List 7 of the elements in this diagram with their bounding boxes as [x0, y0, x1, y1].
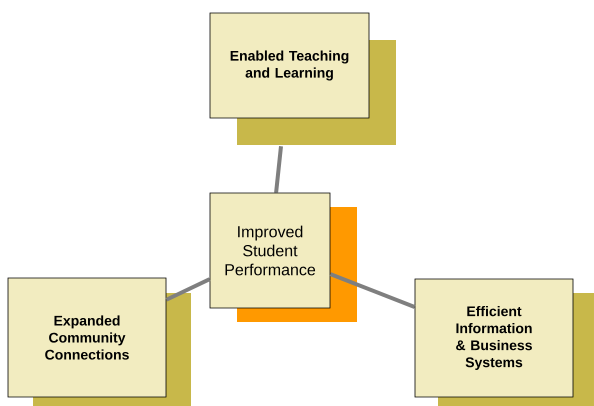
text-box: Expanded Community Connections: [8, 278, 166, 398]
connector-line: [330, 272, 416, 309]
connector-line: [274, 146, 283, 193]
text-box: Efficient Information & Business Systems: [414, 278, 574, 398]
text-box: Enabled Teaching and Learning: [210, 12, 370, 118]
connector-line: [166, 277, 210, 302]
text-box: Improved Student Performance: [210, 192, 330, 308]
